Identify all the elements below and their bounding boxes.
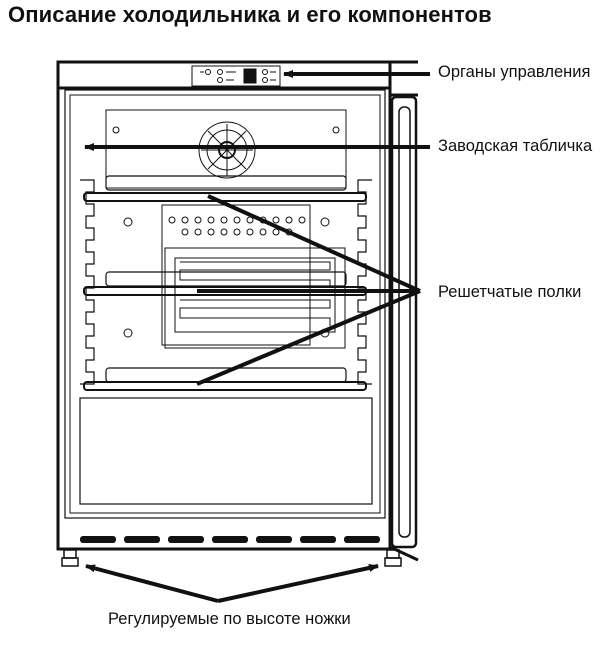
wire-shelves: [83, 175, 367, 391]
bottom-compartment: [79, 397, 373, 505]
callout-leg-left: [85, 564, 219, 603]
label-adjustable-legs: Регулируемые по высоте ножки: [108, 610, 351, 628]
diagram-title: Описание холодильника и его компонентов: [8, 2, 492, 27]
callout-lines: [84, 70, 430, 603]
adjustable-legs: [61, 549, 402, 567]
evaporator-coil: [174, 257, 336, 333]
side-ribs: [80, 179, 372, 385]
label-wire-shelves: Решетчатые полки: [438, 283, 582, 301]
fan: [198, 121, 256, 179]
label-controls: Органы управления: [438, 63, 591, 81]
callout-leg-right: [217, 564, 379, 603]
callout-shelf-1: [207, 194, 421, 293]
base-grille: [80, 536, 380, 543]
cabinet-body: [56, 60, 392, 551]
control-panel: [191, 65, 281, 87]
door-edge: [389, 60, 419, 562]
callout-shelf-3: [196, 289, 421, 386]
label-rating-plate: Заводская табличка: [438, 137, 593, 155]
